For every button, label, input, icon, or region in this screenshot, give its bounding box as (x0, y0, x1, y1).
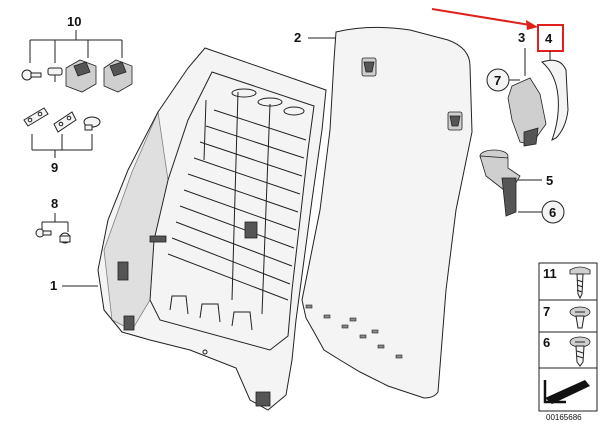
callout-1: 1 (50, 278, 57, 293)
callout-3: 3 (518, 30, 525, 45)
spring-mat (167, 91, 307, 315)
callout-7: 7 (494, 73, 501, 88)
screw-icon (569, 266, 591, 300)
callout-4: 4 (545, 31, 553, 46)
part-group-10 (21, 30, 133, 93)
diagram-code: 00165686 (546, 413, 582, 422)
part-4-trim-cap (541, 51, 569, 142)
part-2-rear-panel (301, 26, 473, 399)
legend-label-6: 6 (543, 335, 550, 350)
callout-10: 10 (67, 14, 81, 29)
fastener-legend: 11 7 6 (538, 262, 598, 412)
part-3-trim-cover (507, 48, 547, 147)
callout-6: 6 (549, 205, 556, 220)
part-7-screw-ref (486, 68, 520, 92)
callout-5: 5 (546, 173, 553, 188)
callout-9: 9 (51, 160, 58, 175)
screw-icon (569, 306, 591, 329)
screw-icon (569, 336, 591, 367)
callout-8: 8 (51, 196, 58, 211)
part-group-8 (35, 213, 71, 244)
part-5-bracket (479, 149, 542, 217)
callout-2: 2 (294, 30, 301, 45)
part-6-screw-ref (518, 200, 565, 224)
legend-label-11: 11 (543, 266, 557, 281)
legend-label-7: 7 (543, 304, 550, 319)
highlight-arrow (431, 8, 538, 30)
part-1-backrest-frame (62, 47, 327, 411)
direction-arrow-icon (543, 380, 590, 404)
part-group-9 (23, 107, 101, 158)
